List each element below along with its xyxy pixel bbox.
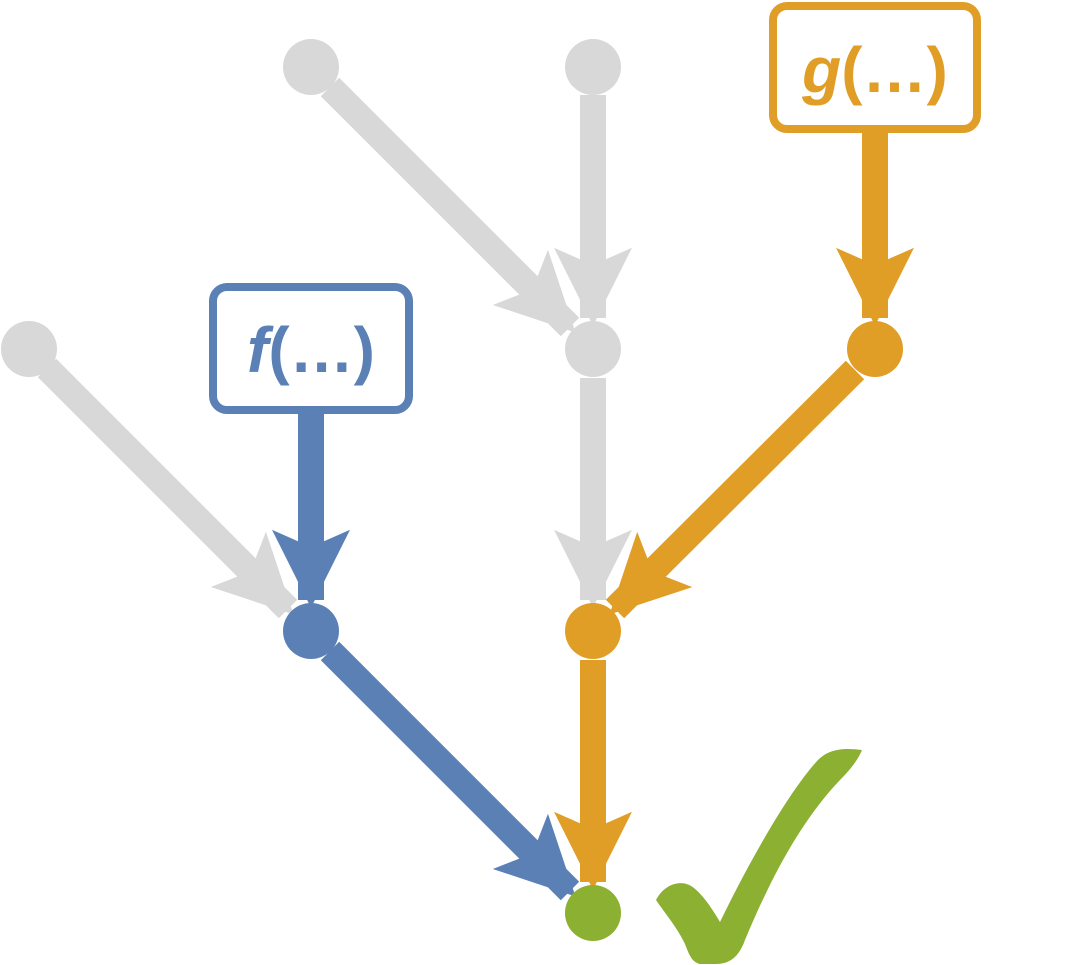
node-orange-upper — [847, 321, 903, 377]
g-path-edges — [554, 130, 914, 890]
node-top-left — [283, 39, 339, 95]
g-function-box: g(…) — [769, 2, 981, 133]
node-result — [565, 885, 621, 941]
node-top-center — [565, 39, 621, 95]
g-function-name: g — [801, 34, 841, 106]
edge-top-left-to-mid — [320, 77, 580, 337]
check-mark-shape — [656, 749, 862, 964]
check-mark-icon — [656, 749, 862, 964]
f-function-box: f(…) — [209, 283, 413, 414]
f-function-args: (…) — [268, 314, 375, 386]
node-orange-lower — [565, 603, 621, 659]
nodes — [1, 39, 903, 941]
edge-blue-node-to-result — [320, 641, 580, 901]
g-function-args: (…) — [841, 34, 948, 106]
g-box-label: g(…) — [801, 34, 948, 106]
edge-left-to-blue-node — [37, 358, 298, 619]
f-path-edges — [272, 412, 580, 901]
f-box-label: f(…) — [247, 314, 375, 386]
node-middle — [565, 321, 621, 377]
g-box-frame — [769, 2, 981, 133]
f-box-frame — [209, 283, 413, 414]
node-left — [1, 321, 57, 377]
inactive-edges — [37, 77, 632, 619]
edge-orange-node-to-orange-node — [605, 360, 865, 619]
node-blue — [283, 603, 339, 659]
